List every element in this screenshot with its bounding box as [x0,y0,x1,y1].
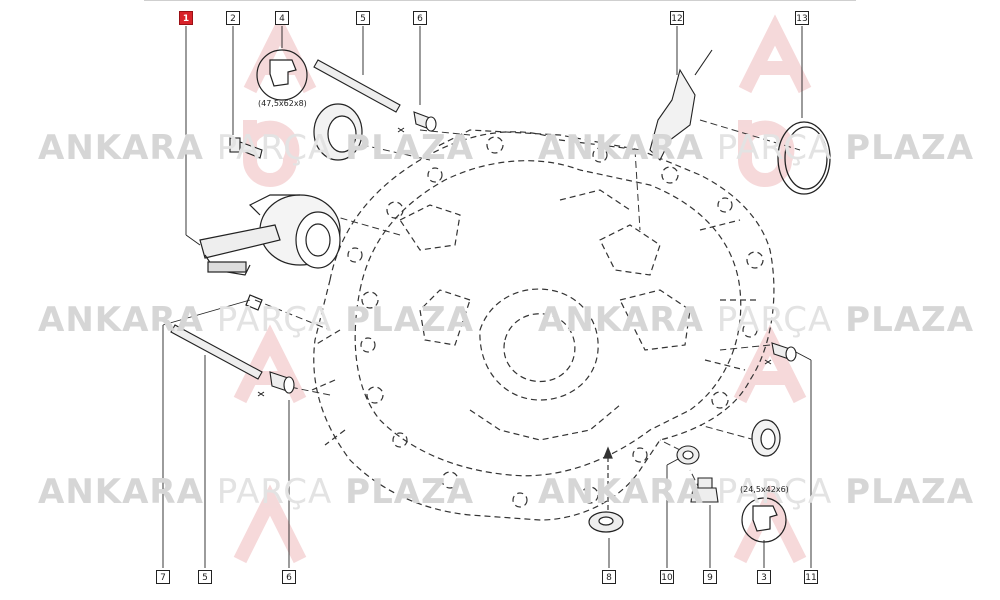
callout-1[interactable]: 1 [179,11,193,25]
stud-parts [170,59,401,380]
callout-5-bottom[interactable]: 5 [198,570,212,584]
callout-6-top[interactable]: 6 [413,11,427,25]
callout-6-bottom[interactable]: 6 [282,570,296,584]
dimension-marks [257,127,772,397]
callout-7[interactable]: 7 [156,570,170,584]
callout-3[interactable]: 3 [757,570,771,584]
seal-ring-bottom [741,419,787,543]
callout-2[interactable]: 2 [226,11,240,25]
gearbox-housing [311,129,775,521]
watermark-brand-row-3b: ANKARA PARÇA PLAZA [538,472,975,512]
watermark-brand-row-3: ANKARA PARÇA PLAZA [38,472,475,512]
dowel-sleeves [269,111,797,394]
callout-4[interactable]: 4 [275,11,289,25]
top-divider [144,0,856,1]
callout-8[interactable]: 8 [602,570,616,584]
watermark-brand-row-2b: ANKARA PARÇA PLAZA [538,300,975,340]
small-washer [676,445,700,465]
watermark-brand-row-1b: ANKARA PARÇA PLAZA [538,128,975,168]
bracket-part [649,49,713,161]
bolt-part [229,137,263,159]
callout-13[interactable]: 13 [795,11,809,25]
callout-12[interactable]: 12 [670,11,684,25]
seal-top-dimension: (47,5x62x8) [258,99,307,108]
seal-bottom-dimension: (24,5x42x6) [740,485,789,494]
watermark-brand-row-1: ANKARA PARÇA PLAZA [38,128,475,168]
seal-ring-top [256,49,363,161]
callout-11[interactable]: 11 [804,570,818,584]
large-o-ring [777,121,831,195]
callout-9[interactable]: 9 [703,570,717,584]
washer-part [588,511,624,533]
leader-lines [162,26,812,568]
watermark-brand-row-2: ANKARA PARÇA PLAZA [38,300,475,340]
callout-5-top[interactable]: 5 [356,11,370,25]
callout-10[interactable]: 10 [660,570,674,584]
insertion-arrow [603,446,613,510]
drain-plug [690,477,719,503]
clutch-slave-cylinder [199,194,341,311]
